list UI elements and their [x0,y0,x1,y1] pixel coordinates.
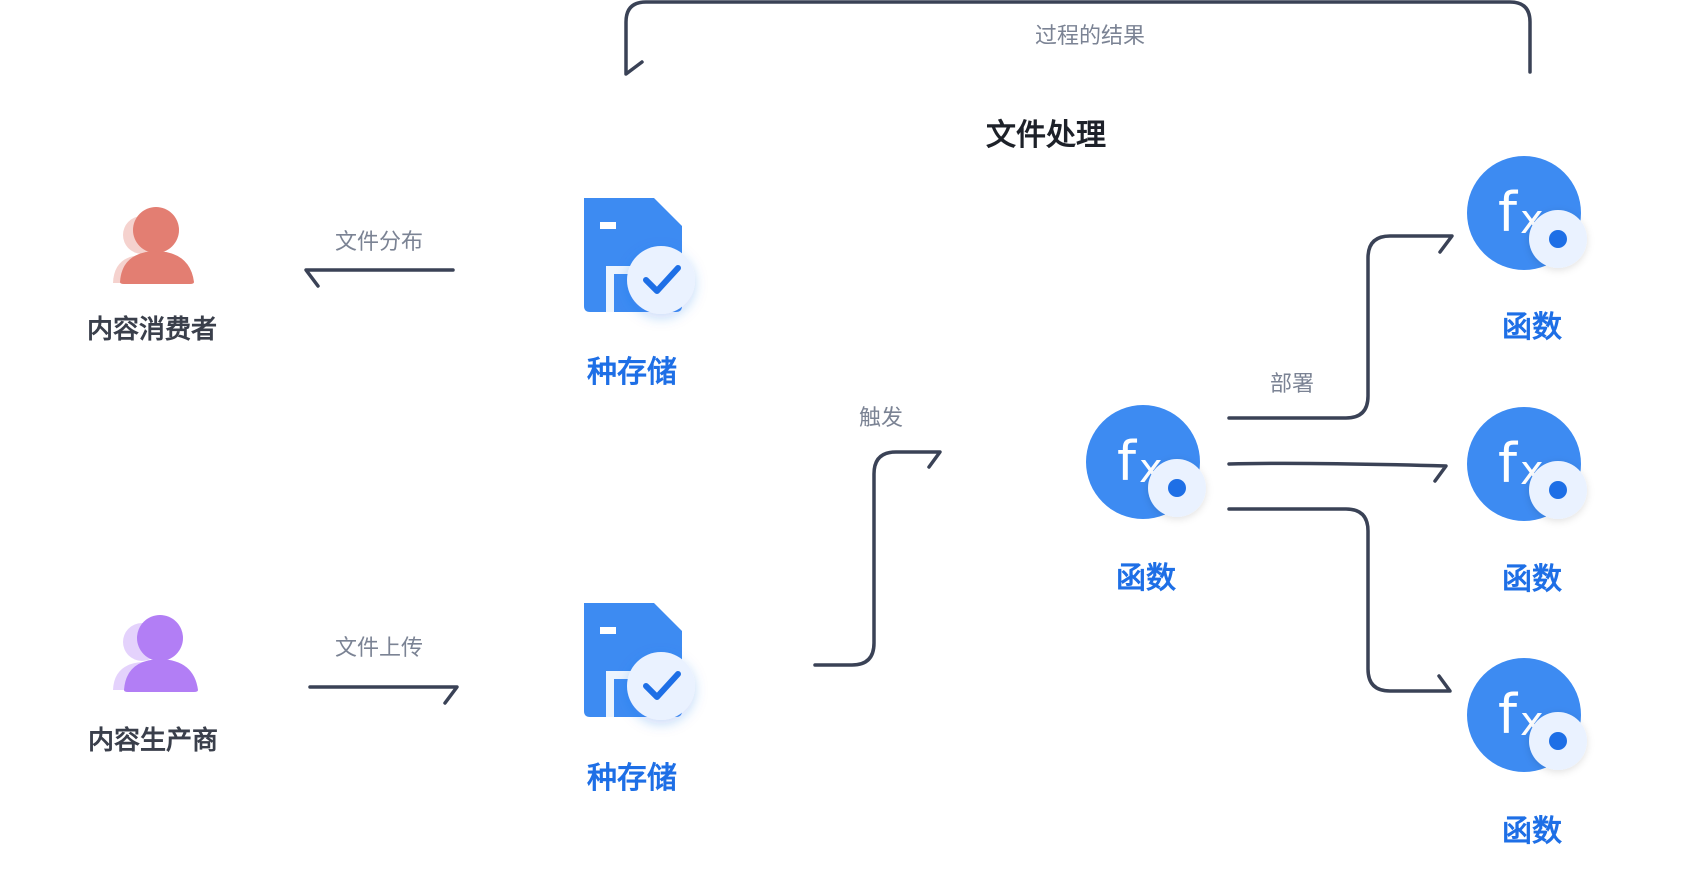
storage-top-label: 种存储 [587,355,677,390]
trigger-arrow [813,450,942,667]
edge-label-trigger: 触发 [858,406,904,431]
function-right-top-label: 函数 [1502,310,1562,345]
edge-label-distribute: 文件分布 [334,230,424,255]
function-center-label: 函数 [1116,561,1176,596]
upload-arrow [308,685,459,705]
function-center-icon: f x [1086,405,1206,519]
producer-person-icon [113,615,198,692]
storage-bottom-icon [584,603,695,720]
loop-bracket-line [624,0,1532,76]
edge-label-deploy: 部署 [1269,372,1315,397]
edge-label-upload: 文件上传 [334,636,424,661]
svg-text:f: f [1117,430,1138,493]
svg-text:f: f [1498,432,1519,495]
storage-top-icon [584,198,695,314]
storage-bottom-label: 种存储 [587,761,677,796]
producer-label: 内容生产商 [87,726,219,756]
function-right-middle-label: 函数 [1502,562,1562,597]
loop-label: 过程的结果 [1034,24,1146,49]
deploy-middle-arrow [1227,461,1448,483]
svg-text:f: f [1498,683,1519,746]
svg-text:f: f [1498,181,1519,244]
function-right-bottom-label: 函数 [1502,814,1562,849]
function-right-middle-icon: f x [1467,407,1587,521]
function-right-bottom-icon: f x [1467,658,1587,772]
distribute-arrow [304,268,455,288]
deploy-top-arrow [1227,234,1454,420]
consumer-person-icon [113,207,194,284]
deploy-bottom-arrow [1227,507,1452,693]
diagram-title: 文件处理 [986,118,1106,153]
function-right-top-icon: f x [1467,156,1587,270]
consumer-label: 内容消费者 [86,315,218,345]
